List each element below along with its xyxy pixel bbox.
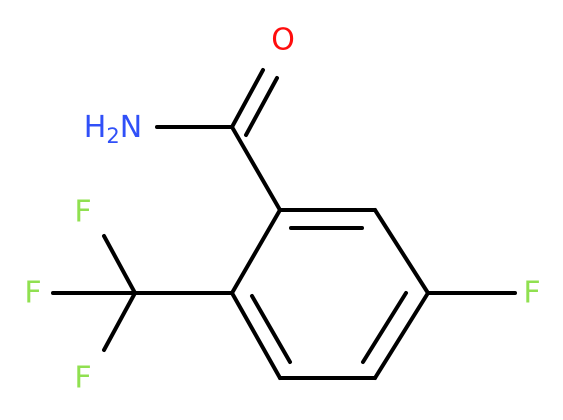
amide-nitrogen-symbol: N	[120, 110, 142, 145]
ring-inner-bond-c3-c4	[361, 291, 408, 364]
cf3-fluorine-bottom-label: F	[74, 361, 91, 396]
amide-nitrogen-label: H2N	[84, 110, 142, 149]
ring-bond-c2-c3	[373, 208, 430, 295]
ring-bond-c6-c1	[230, 208, 282, 295]
bond-layer	[51, 68, 517, 380]
carbonyl-double-bond-a	[230, 68, 265, 129]
ring-inner-bond-c5-c6	[250, 294, 292, 364]
ring-bond-c3-c4	[373, 291, 430, 380]
cf3-fluorine-left-label: F	[24, 276, 41, 311]
bond-cf3-to-fluorine-top	[102, 234, 137, 295]
amide-hydrogen-symbol: H	[84, 110, 107, 145]
ring-bond-c5-c6	[230, 291, 282, 380]
ring-fluorine-label: F	[523, 276, 540, 311]
cf3-fluorine-top-label: F	[74, 195, 91, 230]
atom-label-layer: O H2N F F F F	[24, 23, 540, 396]
bond-ring-to-carbonyl	[230, 125, 282, 212]
amide-hydrogen-count: 2	[106, 124, 119, 148]
bond-cf3-to-fluorine-bottom	[102, 291, 137, 352]
oxygen-atom-label: O	[271, 23, 295, 58]
carbonyl-double-bond-b	[244, 76, 279, 137]
